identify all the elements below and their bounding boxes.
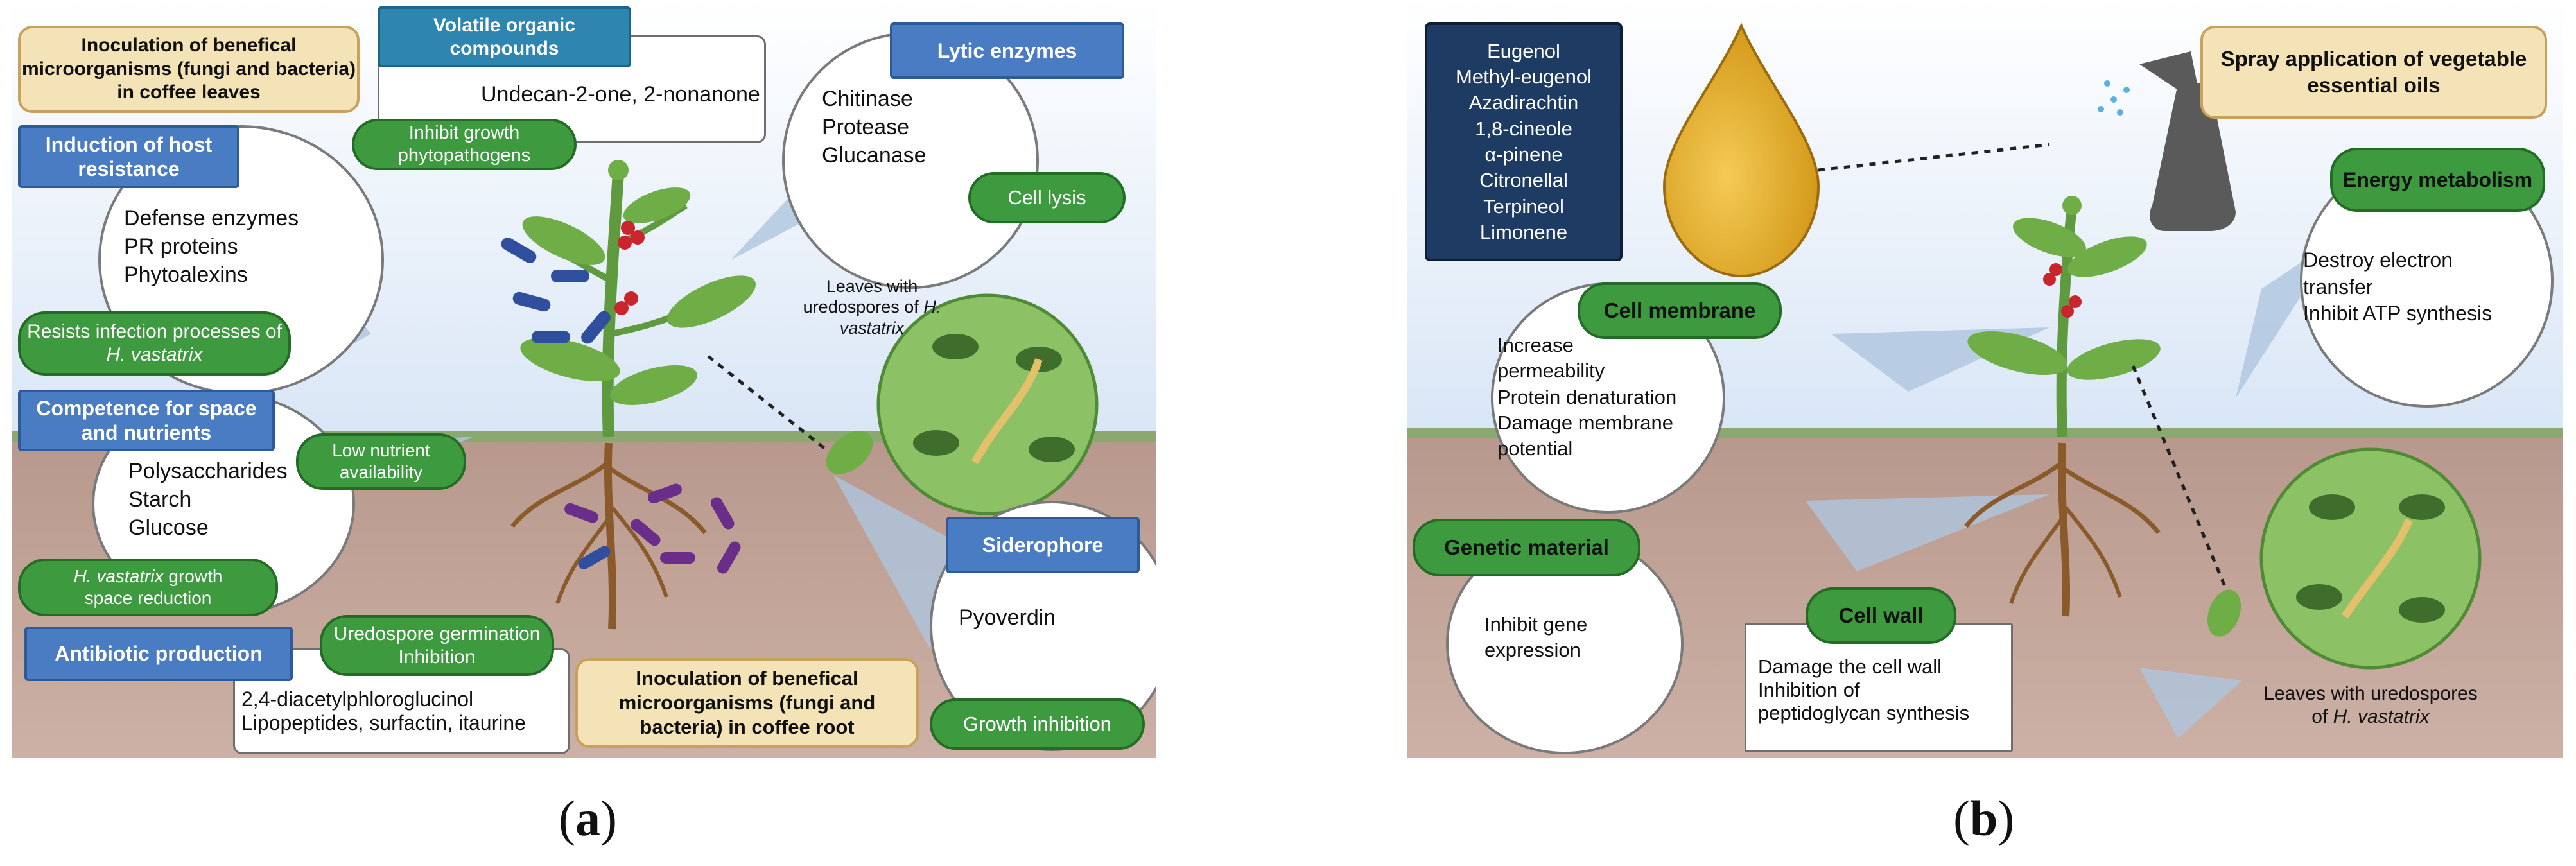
lytic-item: Glucanase (822, 143, 927, 168)
growth-inhibition-label: Growth inhibition (930, 698, 1145, 750)
oil-item: Terpineol (1483, 195, 1564, 218)
membrane-items: Increase permeability Protein denaturati… (1497, 333, 1676, 462)
leaves-label-b-text: Leaves with uredospores (2263, 683, 2478, 704)
growth-space-line1: H. vastatrix growth (73, 566, 223, 587)
energy-item: transfer (2303, 275, 2373, 299)
panel-a: Inoculation of benefical microorganisms … (12, 0, 1156, 758)
antibiotic-item: 2,4-diacetylphloroglucinol (241, 688, 474, 711)
essential-oils-list: Eugenol Methyl-eugenol Azadirachtin 1,8-… (1425, 22, 1623, 261)
resists-infection-label: Resists infection processes of H. vastat… (18, 311, 291, 376)
caption-b-letter: b (1969, 790, 1998, 846)
inoculation-root-label: Inoculation of benefical microorganisms … (575, 658, 919, 748)
leaves-label-b-line2: of H. vastatrix (2242, 706, 2499, 729)
competence-items: Polysaccharides Starch Glucose (128, 457, 288, 542)
cell-lysis-label: Cell lysis (968, 172, 1126, 223)
energy-item: Destroy electron (2303, 248, 2453, 272)
oil-item: Citronellal (1479, 169, 1568, 192)
oil-item: 1,8-cineole (1475, 117, 1572, 140)
membrane-item: Protein denaturation (1497, 385, 1677, 408)
membrane-item: potential (1497, 437, 1573, 460)
competence-item: Polysaccharides (128, 459, 288, 483)
lytic-title: Lytic enzymes (890, 22, 1124, 79)
energy-metabolism-title: Energy metabolism (2330, 148, 2545, 212)
cell-membrane-title: Cell membrane (1578, 282, 1782, 339)
caption-b: (b) (1953, 790, 2015, 846)
cellwall-item: Inhibition of (1758, 679, 1860, 701)
genetic-material-title: Genetic material (1413, 519, 1640, 576)
lytic-item: Chitinase (822, 87, 913, 111)
membrane-item: Damage membrane (1497, 411, 1673, 434)
cellwall-item: Damage the cell wall (1758, 655, 1942, 678)
competence-item: Glucose (128, 515, 209, 541)
volatile-items: Undecan-2-one, 2-nonanone (481, 82, 760, 107)
oil-item: α-pinene (1484, 143, 1563, 166)
inhibit-growth-label: Inhibit growth phytopathogens (352, 119, 577, 170)
lytic-items: Chitinase Protease Glucanase (822, 85, 927, 170)
oil-item: Azadirachtin (1468, 91, 1579, 114)
pyoverdin-text: Pyoverdin (959, 605, 1056, 630)
panel-b: Eugenol Methyl-eugenol Azadirachtin 1,8-… (1407, 0, 2563, 758)
caption-a-letter: a (575, 790, 600, 846)
low-nutrient-label: Low nutrient availability (296, 433, 466, 490)
leaves-label-text: Leaves with uredospores of (803, 277, 919, 317)
leaves-label-b-species: H. vastatrix (2333, 706, 2430, 727)
uredospore-inhibition-label: Uredospore germination Inhibition (320, 615, 554, 676)
resists-infection-text: Resists infection processes of (27, 321, 282, 342)
induction-item: Defense enzymes (124, 206, 299, 230)
growth-space-line2: space reduction (84, 588, 212, 608)
competence-title: Competence for space and nutrients (18, 390, 275, 451)
antibiotic-title: Antibiotic production (24, 627, 293, 681)
volatile-title: Volatile organic compounds (378, 6, 631, 67)
leaves-label-b-of: of (2311, 706, 2328, 727)
spray-application-label: Spray application of vegetable essential… (2200, 26, 2547, 119)
leaves-uredospores-label: Leaves with uredospores of H. vastatrix (779, 276, 965, 338)
lytic-item: Protease (822, 115, 910, 140)
cellwall-item: peptidoglycan synthesis (1758, 702, 1970, 724)
growth-space-label: H. vastatrix growth space reduction (18, 559, 278, 616)
induction-item: Phytoalexins (124, 263, 248, 288)
antibiotic-item: Lipopeptides, surfactin, itaurine (241, 711, 526, 734)
cell-wall-title: Cell wall (1806, 587, 1956, 644)
induction-items: Defense enzymes PR proteins Phytoalexins (124, 204, 299, 290)
inoculation-leaves-label: Inoculation of benefical microorganisms … (18, 26, 360, 113)
leaves-uredospores-label-b: Leaves with uredospores of H. vastatrix (2242, 682, 2499, 729)
oil-item: Limonene (1479, 220, 1568, 243)
induction-item: PR proteins (124, 234, 238, 259)
leaves-label-species: H. vastatrix (839, 297, 941, 338)
genetic-item: expression (1484, 639, 1581, 662)
cellwall-items-box: Damage the cell wall Inhibition of pepti… (1745, 623, 2013, 752)
energy-items: Destroy electron transfer Inhibit ATP sy… (2303, 247, 2492, 327)
siderophore-title: Siderophore (946, 517, 1140, 573)
growth-space-species: H. vastatrix (73, 566, 164, 587)
caption-a: (a) (559, 790, 617, 846)
competence-item: Starch (128, 487, 192, 512)
genetic-item: Inhibit gene (1484, 613, 1588, 636)
oil-item: Eugenol (1487, 39, 1560, 62)
oil-item: Methyl-eugenol (1456, 65, 1592, 89)
energy-item: Inhibit ATP synthesis (2303, 302, 2493, 325)
resists-infection-species: H. vastatrix (106, 344, 203, 365)
genetic-items: Inhibit gene expression (1484, 612, 1587, 664)
membrane-item: permeability (1497, 359, 1605, 383)
membrane-item: Increase (1497, 334, 1574, 356)
induction-title: Induction of host resistance (18, 125, 239, 188)
